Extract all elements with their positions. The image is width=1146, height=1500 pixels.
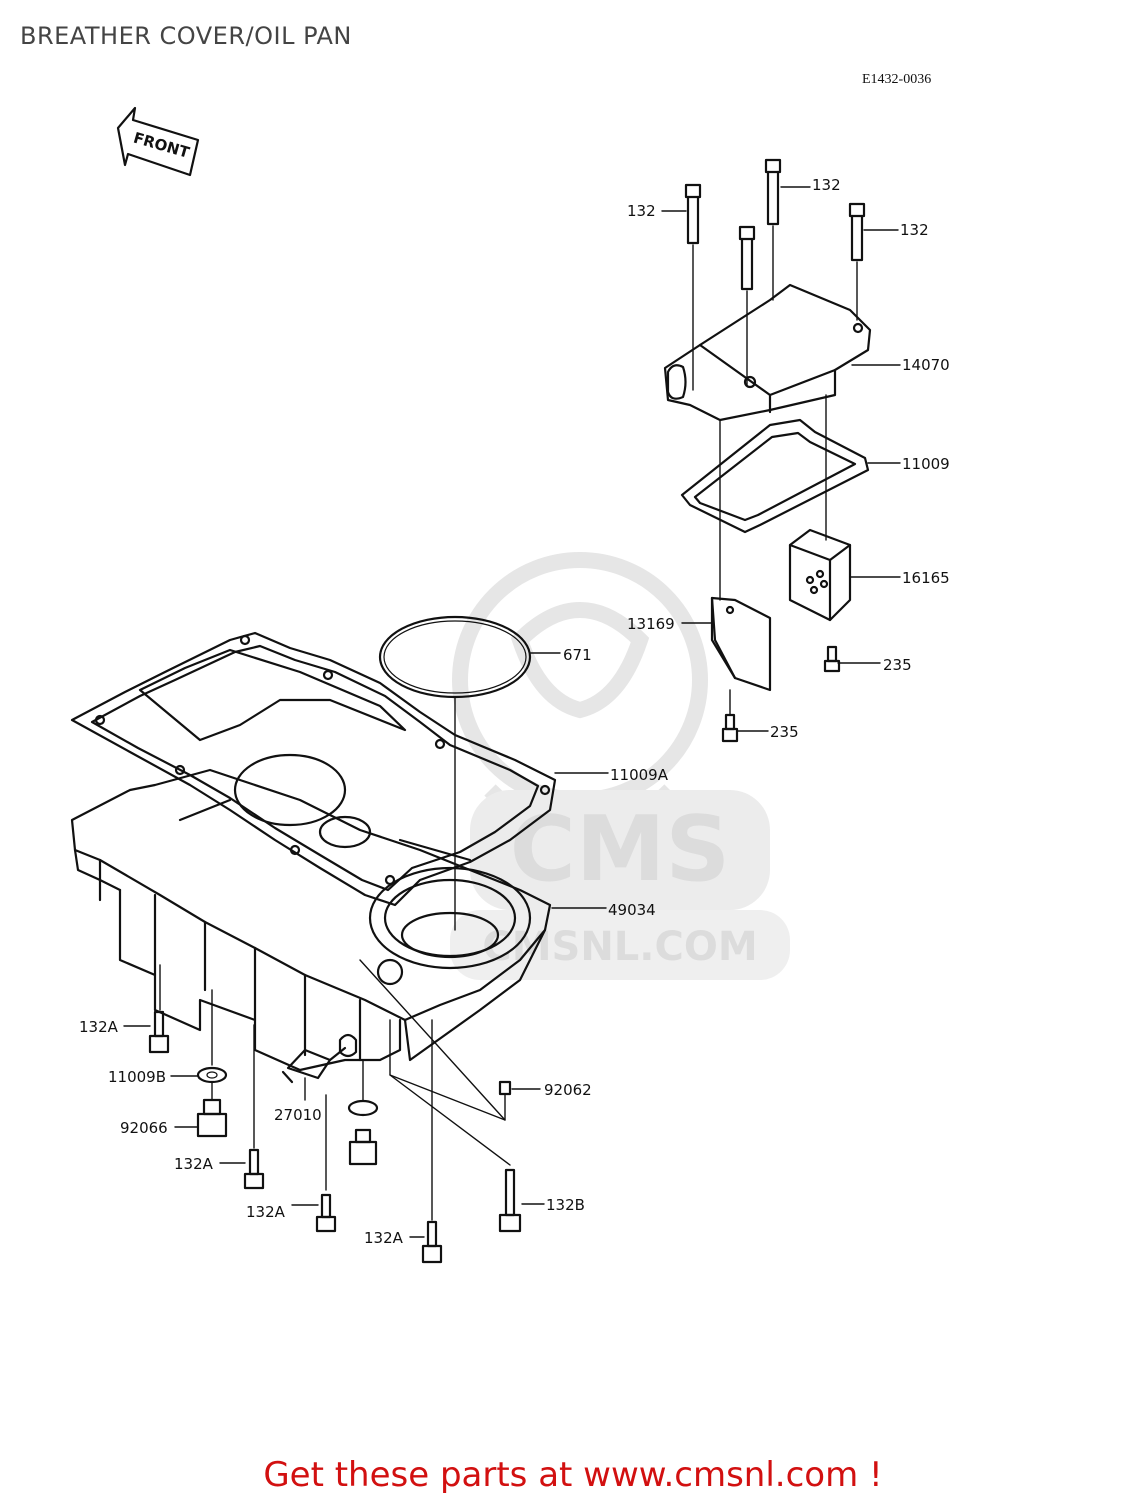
washer-11009B	[196, 1066, 228, 1084]
part-label-235: 235	[770, 723, 799, 741]
drain-plug-92066-icon	[196, 1098, 228, 1138]
bolt-132B-icon	[498, 1168, 522, 1233]
part-label-132A: 132A	[79, 1018, 118, 1036]
front-arrow-icon	[116, 106, 200, 177]
gasket-11009A	[70, 631, 557, 907]
watermark-text: CMS	[510, 797, 730, 902]
part-label-27010: 27010	[274, 1106, 322, 1124]
diagram-code: E1432-0036	[862, 72, 932, 87]
part-label-11009B: 11009B	[108, 1068, 167, 1086]
bolt-132-icon	[684, 183, 702, 245]
part-label-132A: 132A	[364, 1229, 403, 1247]
dowel-pin-92062-icon	[498, 1080, 512, 1096]
oil-pan	[70, 753, 552, 1072]
page-title: BREATHER COVER/OIL PAN	[20, 22, 352, 50]
bolt-132A-icon	[315, 1193, 337, 1233]
bolt-132A-icon	[148, 1010, 170, 1054]
bolt-132-icon	[738, 225, 756, 291]
screw-235-icon	[721, 713, 739, 743]
part-label-235: 235	[883, 656, 912, 674]
part-label-132: 132	[812, 176, 841, 194]
part-label-132: 132	[627, 202, 656, 220]
bolt-132A-icon	[243, 1148, 265, 1190]
footer-promo-link[interactable]: Get these parts at www.cmsnl.com !	[263, 1455, 883, 1495]
breather-cover	[663, 283, 872, 422]
part-label-132A: 132A	[174, 1155, 213, 1173]
front-label: FRONT	[131, 129, 192, 162]
watermark-logo: CMS CMSNL.COM	[450, 552, 790, 980]
bolt-132A-icon	[421, 1220, 443, 1264]
screw-235-icon	[823, 645, 841, 673]
part-label-671: 671	[563, 646, 592, 664]
part-label-92062: 92062	[544, 1081, 592, 1099]
oil-pressure-switch-27010-icon	[281, 1046, 347, 1084]
part-label-13169: 13169	[627, 615, 675, 633]
bracket-13169	[710, 596, 772, 692]
part-label-132: 132	[900, 221, 929, 239]
o-ring-671	[378, 615, 532, 699]
part-label-16165: 16165	[902, 569, 950, 587]
part-label-14070: 14070	[902, 356, 950, 374]
part-label-11009: 11009	[902, 455, 950, 473]
reed-valve	[788, 528, 852, 622]
part-label-11009A: 11009A	[610, 766, 668, 784]
bolt-132-icon	[848, 202, 866, 262]
part-label-49034: 49034	[608, 901, 656, 919]
drain-plug-icon	[348, 1128, 378, 1166]
bolt-132-icon	[764, 158, 782, 226]
part-label-132B: 132B	[546, 1196, 585, 1214]
gasket-11009	[680, 418, 870, 534]
washer	[347, 1099, 379, 1117]
part-label-92066: 92066	[120, 1119, 168, 1137]
part-label-132A: 132A	[246, 1203, 285, 1221]
